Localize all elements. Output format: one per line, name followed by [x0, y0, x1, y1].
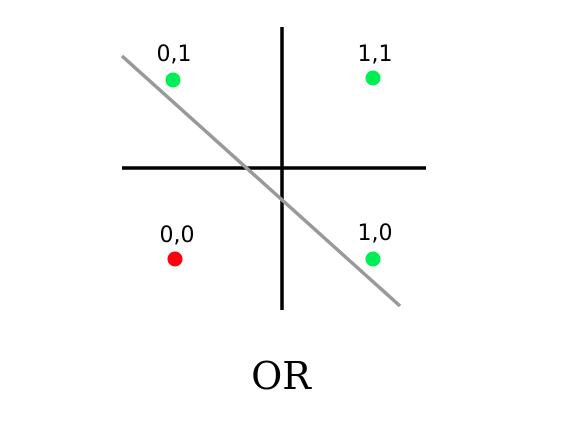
point-1-1-label: 1,1: [358, 42, 393, 67]
point-0-1: [165, 72, 181, 88]
point-0-0-label: 0,0: [160, 223, 195, 248]
point-0-0: [167, 251, 183, 267]
point-0-1-label: 0,1: [157, 42, 192, 67]
point-1-1: [365, 70, 381, 86]
point-1-0: [365, 251, 381, 267]
diagram-caption: OR: [251, 354, 312, 398]
decision-boundary-line: [120, 54, 402, 308]
point-1-0-label: 1,0: [358, 221, 393, 246]
